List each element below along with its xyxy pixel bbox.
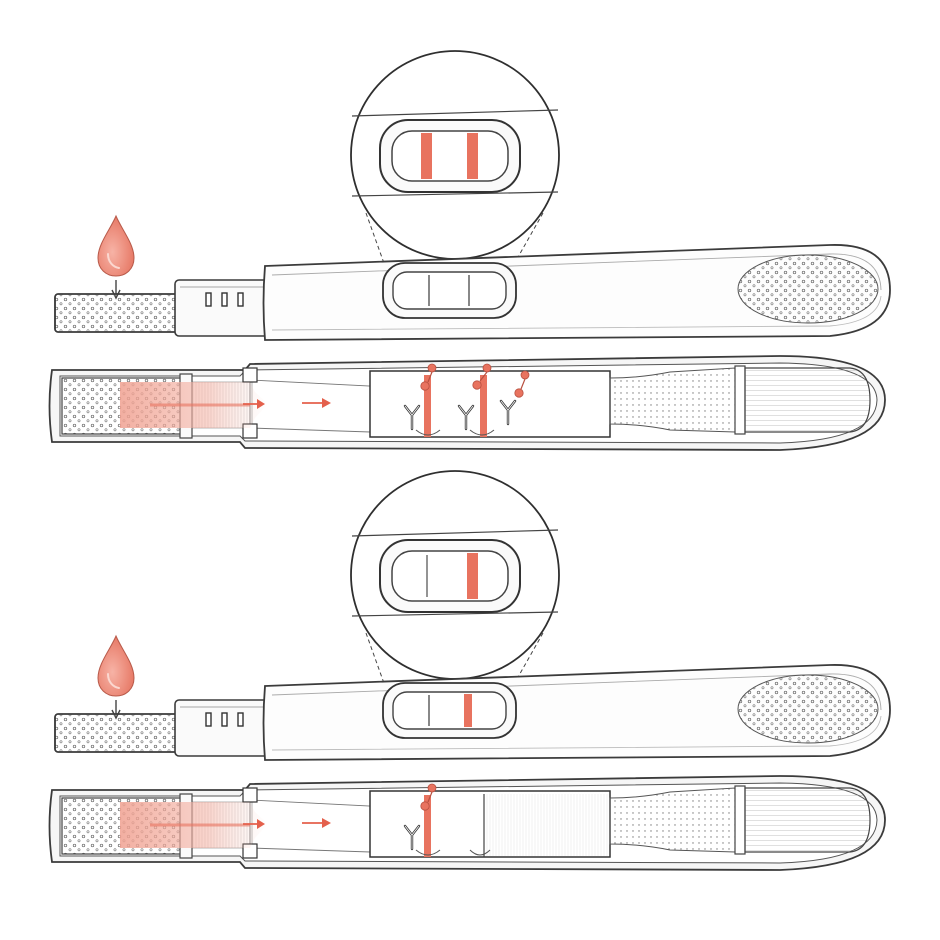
droplet-icon — [97, 635, 135, 697]
test-line-zoom — [467, 553, 478, 599]
control-line-zoom — [421, 133, 432, 179]
panel-positive — [48, 50, 891, 452]
flow-arrow-icon — [302, 818, 331, 828]
magnifier-circle — [350, 470, 560, 680]
control-line-strip — [424, 795, 431, 857]
control-line-strip — [424, 375, 431, 437]
flow-arrow-icon — [243, 399, 265, 409]
droplet-icon — [97, 215, 135, 277]
test-device-outer — [54, 244, 891, 341]
magnifier-circle — [350, 50, 560, 260]
test-line-window — [464, 694, 472, 727]
test-device-cross-section — [48, 774, 887, 872]
test-line-strip — [480, 375, 487, 437]
panel-negative — [48, 470, 891, 872]
flow-arrow-icon — [302, 398, 331, 408]
test-line-zoom — [467, 133, 478, 179]
flow-arrow-icon — [243, 819, 265, 829]
test-device-cross-section — [48, 354, 887, 452]
test-device-outer — [54, 664, 891, 761]
